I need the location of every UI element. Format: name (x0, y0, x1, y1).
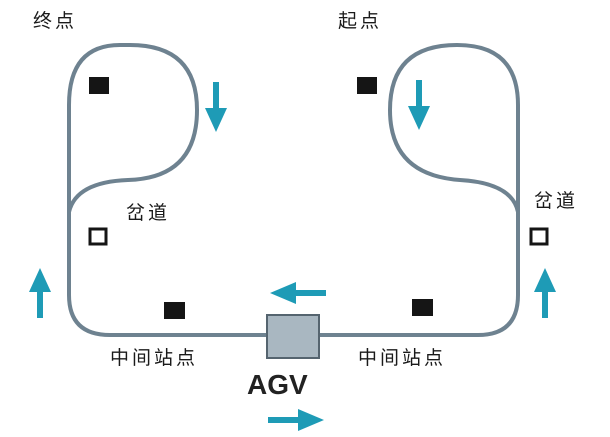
right-station-label: 中间站点 (358, 347, 446, 369)
main-track-loop (67, 43, 520, 337)
up-arrow-icon (534, 268, 556, 318)
agv-vehicle (266, 314, 320, 359)
left-station-label: 中间站点 (110, 347, 198, 369)
down-arrow-icon (408, 80, 430, 130)
right-branch-marker (529, 227, 549, 246)
end-point-marker (89, 77, 109, 94)
start-point-marker (357, 77, 377, 94)
right-arrow-icon (268, 409, 324, 431)
agv-label: AGV (247, 369, 308, 400)
left-branch-label: 岔道 (126, 202, 170, 224)
direction-arrows (29, 80, 556, 431)
left-branch-marker (88, 227, 108, 246)
end-point-label: 终点 (33, 10, 77, 32)
right-station-marker (412, 299, 433, 316)
track (67, 43, 520, 337)
right-branch-label: 岔道 (534, 190, 578, 212)
left-arrow-icon (270, 282, 326, 304)
start-point-label: 起点 (338, 10, 382, 32)
up-arrow-icon (29, 268, 51, 318)
down-arrow-icon (205, 82, 227, 132)
left-station-marker (164, 302, 185, 319)
left-inner-loop (67, 43, 199, 214)
